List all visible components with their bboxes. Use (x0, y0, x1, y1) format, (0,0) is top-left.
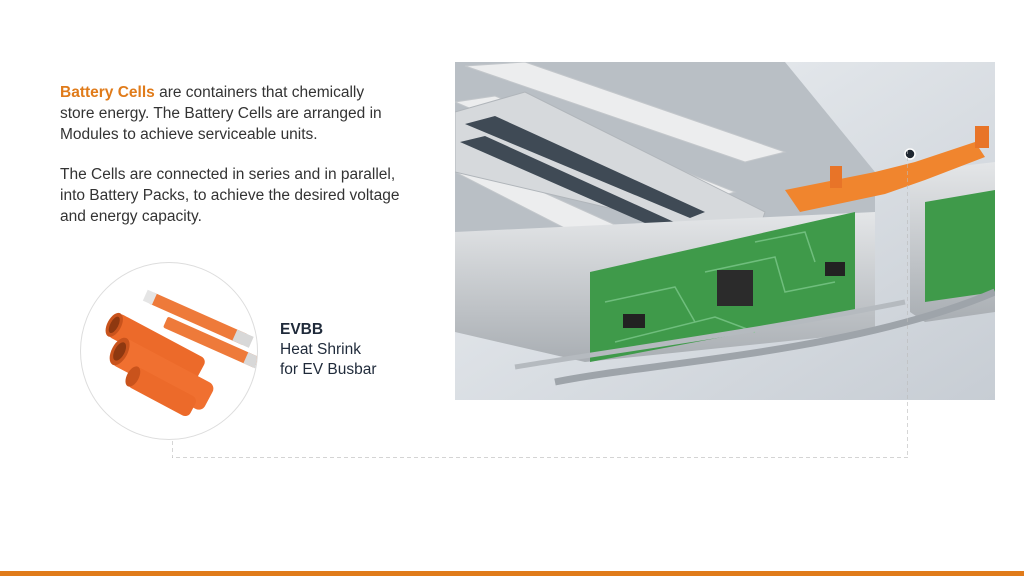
product-code: EVBB (280, 321, 324, 338)
bottom-accent-bar (0, 571, 1024, 576)
product-name-line1: Heat Shrink (280, 341, 361, 358)
intro-text: are containers that chemically store ene… (60, 84, 382, 143)
product-image-circle (80, 262, 258, 440)
product-label: EVBB Heat Shrink for EV Busbar (280, 320, 377, 380)
heat-shrink-tube-illustration (105, 289, 257, 417)
detail-paragraph: The Cells are connected in series and in… (60, 166, 400, 225)
product-name-line2: for EV Busbar (280, 361, 377, 378)
battery-module-illustration (455, 62, 995, 400)
intro-paragraph: Battery Cells are containers that chemic… (60, 82, 400, 145)
battery-cells-highlight: Battery Cells (60, 84, 155, 101)
battery-module-render (455, 62, 995, 400)
description-text: Battery Cells are containers that chemic… (60, 82, 400, 246)
